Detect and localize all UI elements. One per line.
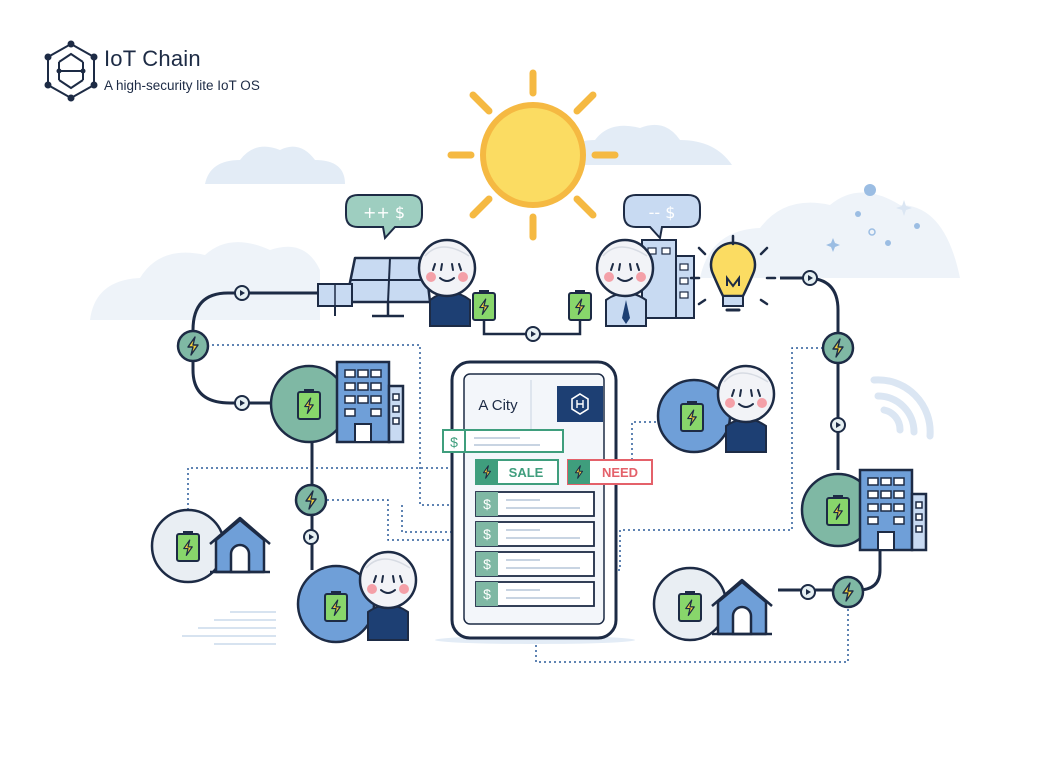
dollar-icon: $ <box>450 434 458 450</box>
dollar-icon: $ <box>483 526 491 542</box>
bottom-left-person <box>296 550 418 644</box>
phone-list-header: $ <box>442 429 564 453</box>
sparkles <box>826 184 920 252</box>
need-tag[interactable]: NEED <box>567 459 653 485</box>
phone-title: A City <box>478 397 518 414</box>
consumer-bubble-text: -- $ <box>649 203 676 222</box>
brand-title: IoT Chain <box>104 46 201 71</box>
solar-panel-icon <box>317 256 432 318</box>
dollar-icon: $ <box>483 556 491 572</box>
list-item[interactable]: $ <box>475 581 595 607</box>
iot-chain-logo-icon <box>44 40 98 102</box>
right-person <box>656 364 776 454</box>
brand-subtitle: A high-security lite IoT OS <box>104 78 260 93</box>
right-building-hub <box>800 468 928 552</box>
list-item[interactable]: $ <box>475 491 595 517</box>
motion-lines <box>182 611 276 645</box>
left-house <box>150 508 272 584</box>
producer-person <box>417 238 495 327</box>
dollar-icon: $ <box>483 496 491 512</box>
list-item[interactable]: $ <box>475 521 595 547</box>
sale-label: SALE <box>509 465 544 480</box>
phone-list: $ $ $ $ <box>475 491 595 607</box>
producer-bubble: ++ $ <box>345 194 423 241</box>
phone-device: A City $ SALE NEED $ <box>435 360 653 644</box>
wifi-icon <box>870 376 934 440</box>
sun-icon <box>447 69 619 241</box>
lightbulb-icon <box>689 234 777 312</box>
dollar-icon: $ <box>483 586 491 602</box>
consumer-bubble: -- $ <box>623 194 701 241</box>
consumer-person <box>569 238 695 327</box>
left-building-hub <box>269 360 405 444</box>
producer-bubble-text: ++ $ <box>363 203 405 222</box>
brand-header: IoT Chain A high-security lite IoT OS <box>42 40 322 106</box>
right-house <box>652 566 774 642</box>
list-item[interactable]: $ <box>475 551 595 577</box>
sale-tag[interactable]: SALE <box>475 459 559 485</box>
need-label: NEED <box>602 465 638 480</box>
